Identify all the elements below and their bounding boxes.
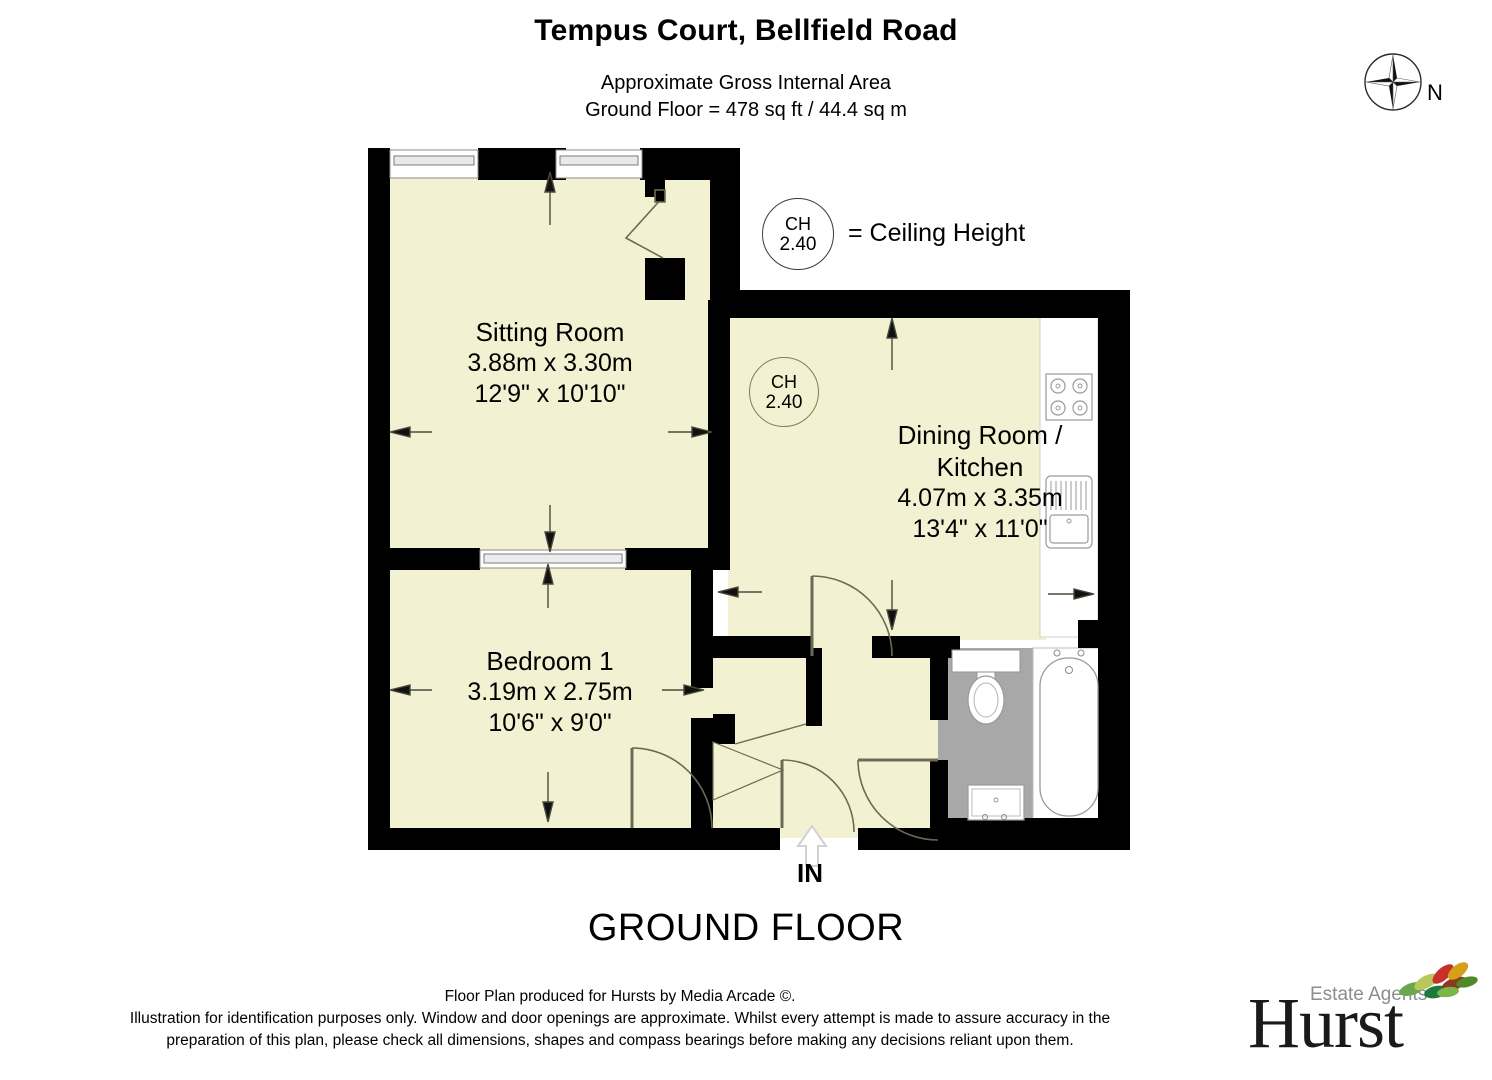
kitchen-hob xyxy=(1045,373,1093,421)
bath-tub xyxy=(1039,649,1099,817)
compass-north-label: N xyxy=(1427,80,1443,105)
entrance-arrow-up-icon xyxy=(796,824,828,867)
floor-fill-bedroom xyxy=(388,568,713,838)
dining-kitchen-dim-imperial: 13'4" x 11'0" xyxy=(912,515,1048,543)
dining-kitchen-name-line1: Dining Room / xyxy=(897,420,1063,450)
window-sitting-left xyxy=(389,149,479,179)
doors-group xyxy=(624,189,939,841)
footer-line3: preparation of this plan, please check a… xyxy=(166,1032,1074,1049)
footer-line2: Illustration for identification purposes… xyxy=(129,1010,1111,1027)
sitting-room-name: Sitting Room xyxy=(475,317,625,347)
dimension-arrows-group xyxy=(389,171,1095,823)
ch-value: 2.40 xyxy=(765,391,803,413)
sitting-room-dim-metric: 3.88m x 3.30m xyxy=(467,349,633,377)
dining-kitchen-dim-metric: 4.07m x 3.35m xyxy=(897,484,1063,512)
wash-basin xyxy=(967,784,1025,821)
legend-description: = Ceiling Height xyxy=(848,219,1026,247)
dining-kitchen-name-line2: Kitchen xyxy=(936,452,1024,482)
kitchen-sink-drainer xyxy=(1045,475,1093,549)
bedroom-1-name: Bedroom 1 xyxy=(486,646,614,676)
area-subtitle-line2: Ground Floor = 478 sq ft / 44.4 sq m xyxy=(585,99,907,121)
floor-fill-cupboard xyxy=(713,648,808,723)
window-bedroom xyxy=(479,549,627,569)
compass-star-icon xyxy=(1364,53,1422,111)
sitting-room-dim-imperial: 12'9" x 10'10" xyxy=(474,380,626,408)
logo-tagline: Estate Agents xyxy=(1310,984,1428,1005)
room-label-dining-kitchen: Dining Room / Kitchen 4.07m x 3.35m 13'4… xyxy=(790,419,1170,545)
legend-ch-abbrev: CH xyxy=(785,213,811,234)
floor-caption: GROUND FLOOR xyxy=(587,907,905,949)
window-sitting-right xyxy=(555,149,643,179)
hurst-logo: Hurst Estate Agents xyxy=(1248,962,1478,1065)
footer-line1: Floor Plan produced for Hursts by Media … xyxy=(444,988,796,1005)
walls-group xyxy=(368,148,1130,850)
toilet xyxy=(951,649,1021,725)
ceiling-height-badge-dining-kitchen: CH 2.40 xyxy=(749,357,819,427)
windows-group xyxy=(389,149,643,569)
bedroom-1-dim-imperial: 10'6" x 9'0" xyxy=(488,709,612,737)
ch-abbrev: CH xyxy=(771,371,797,392)
room-label-bedroom-1: Bedroom 1 3.19m x 2.75m 10'6" x 9'0" xyxy=(340,645,760,739)
legend-ch-value: 2.40 xyxy=(779,233,817,255)
legend-ceiling-height-badge: CH 2.40 xyxy=(762,198,834,270)
leaves-icon xyxy=(1399,962,1478,999)
kitchen-unit-run xyxy=(1039,311,1099,638)
room-label-sitting-room: Sitting Room 3.88m x 3.30m 12'9" x 10'10… xyxy=(360,316,740,410)
bedroom-1-dim-metric: 3.19m x 2.75m xyxy=(467,678,633,706)
area-subtitle-line1: Approximate Gross Internal Area xyxy=(600,72,892,94)
entrance-label: IN xyxy=(797,858,823,888)
footer-disclaimer: Floor Plan produced for Hursts by Media … xyxy=(0,986,1240,1052)
logo-wordmark: Hurst xyxy=(1248,983,1404,1063)
page-title: Tempus Court, Bellfield Road xyxy=(534,14,958,47)
